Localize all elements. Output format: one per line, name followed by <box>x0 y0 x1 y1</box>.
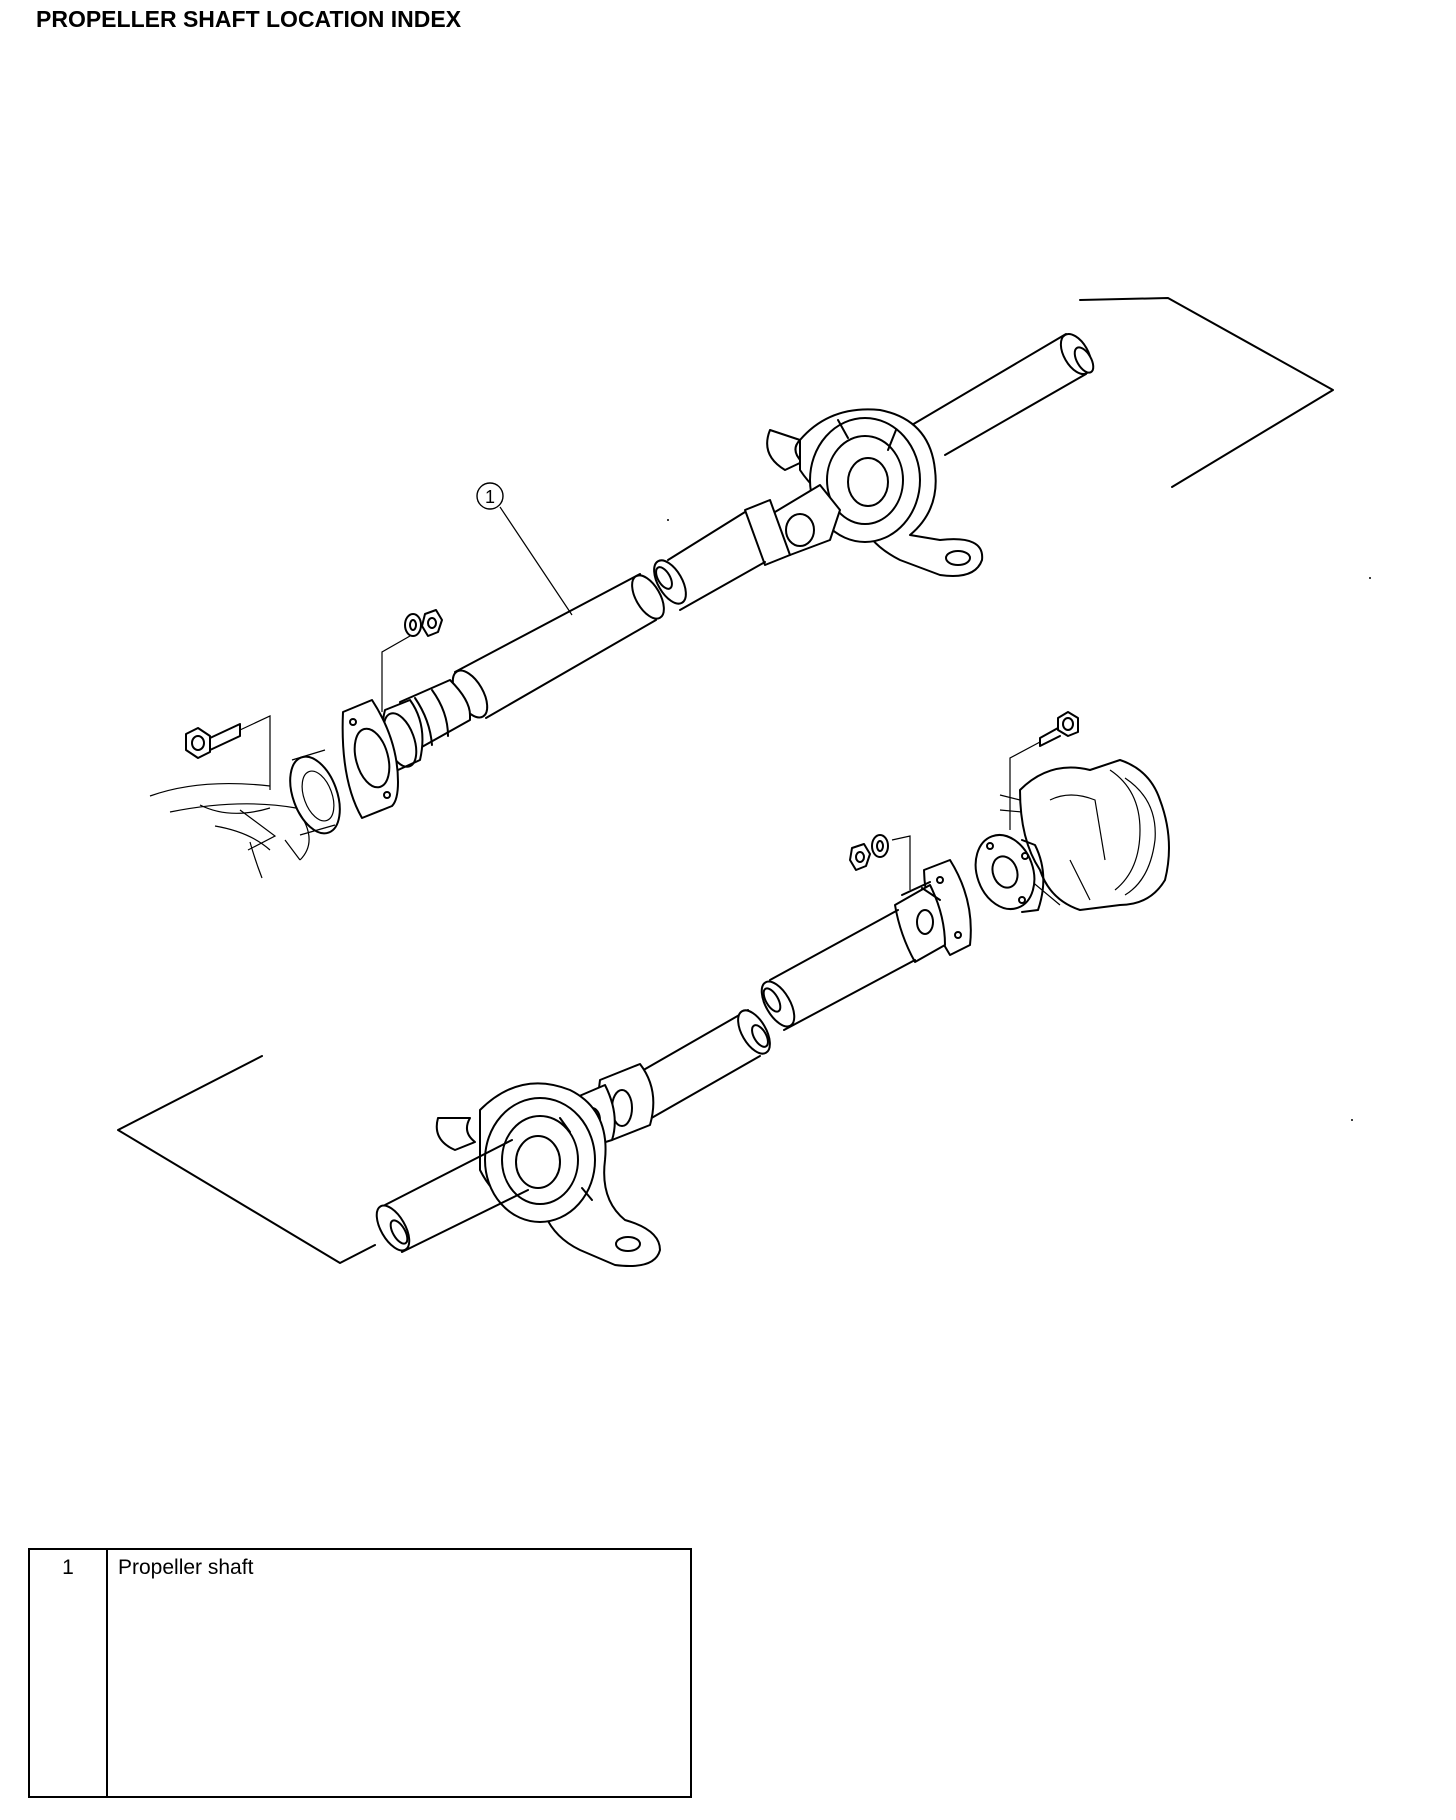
continuation-line-lower <box>117 1055 376 1264</box>
lower-shaft-assembly <box>117 711 1170 1267</box>
washer-and-nut-lower <box>849 834 911 890</box>
rear-differential <box>999 759 1170 911</box>
front-shaft-rear-tube <box>899 333 1095 456</box>
scan-speck <box>1351 1119 1353 1121</box>
propeller-shaft-exploded-diagram: 1 <box>117 297 1371 1267</box>
continuation-line-upper <box>1079 297 1334 488</box>
rear-flange-yoke <box>894 859 972 963</box>
upper-shaft-assembly: 1 <box>149 297 1334 879</box>
page-title: PROPELLER SHAFT LOCATION INDEX <box>36 6 462 32</box>
front-shaft-middle-tube <box>653 511 766 611</box>
universal-joint-upper <box>744 484 841 566</box>
washer-and-nut-upper <box>381 609 443 712</box>
differential-flange <box>974 834 1045 913</box>
callout-1: 1 <box>476 482 573 616</box>
legend-item-label: Propeller shaft <box>118 1556 254 1579</box>
parts-legend-table: 1 Propeller shaft <box>28 1548 692 1798</box>
legend-item-number: 1 <box>30 1550 108 1796</box>
rear-shaft-rear-tube <box>760 909 916 1031</box>
bolt-lower <box>1009 711 1079 830</box>
center-bearing-lower <box>435 1082 661 1267</box>
front-flange-plate <box>341 699 399 819</box>
front-shaft-front-tube <box>451 573 665 719</box>
transmission-output <box>149 749 341 879</box>
callout-number: 1 <box>485 487 495 507</box>
scan-speck <box>1369 577 1371 579</box>
bolt-upper <box>185 715 271 790</box>
scan-speck <box>667 519 669 521</box>
rear-shaft-middle-tube <box>639 1009 771 1121</box>
rear-shaft-front-tube <box>375 1139 529 1253</box>
